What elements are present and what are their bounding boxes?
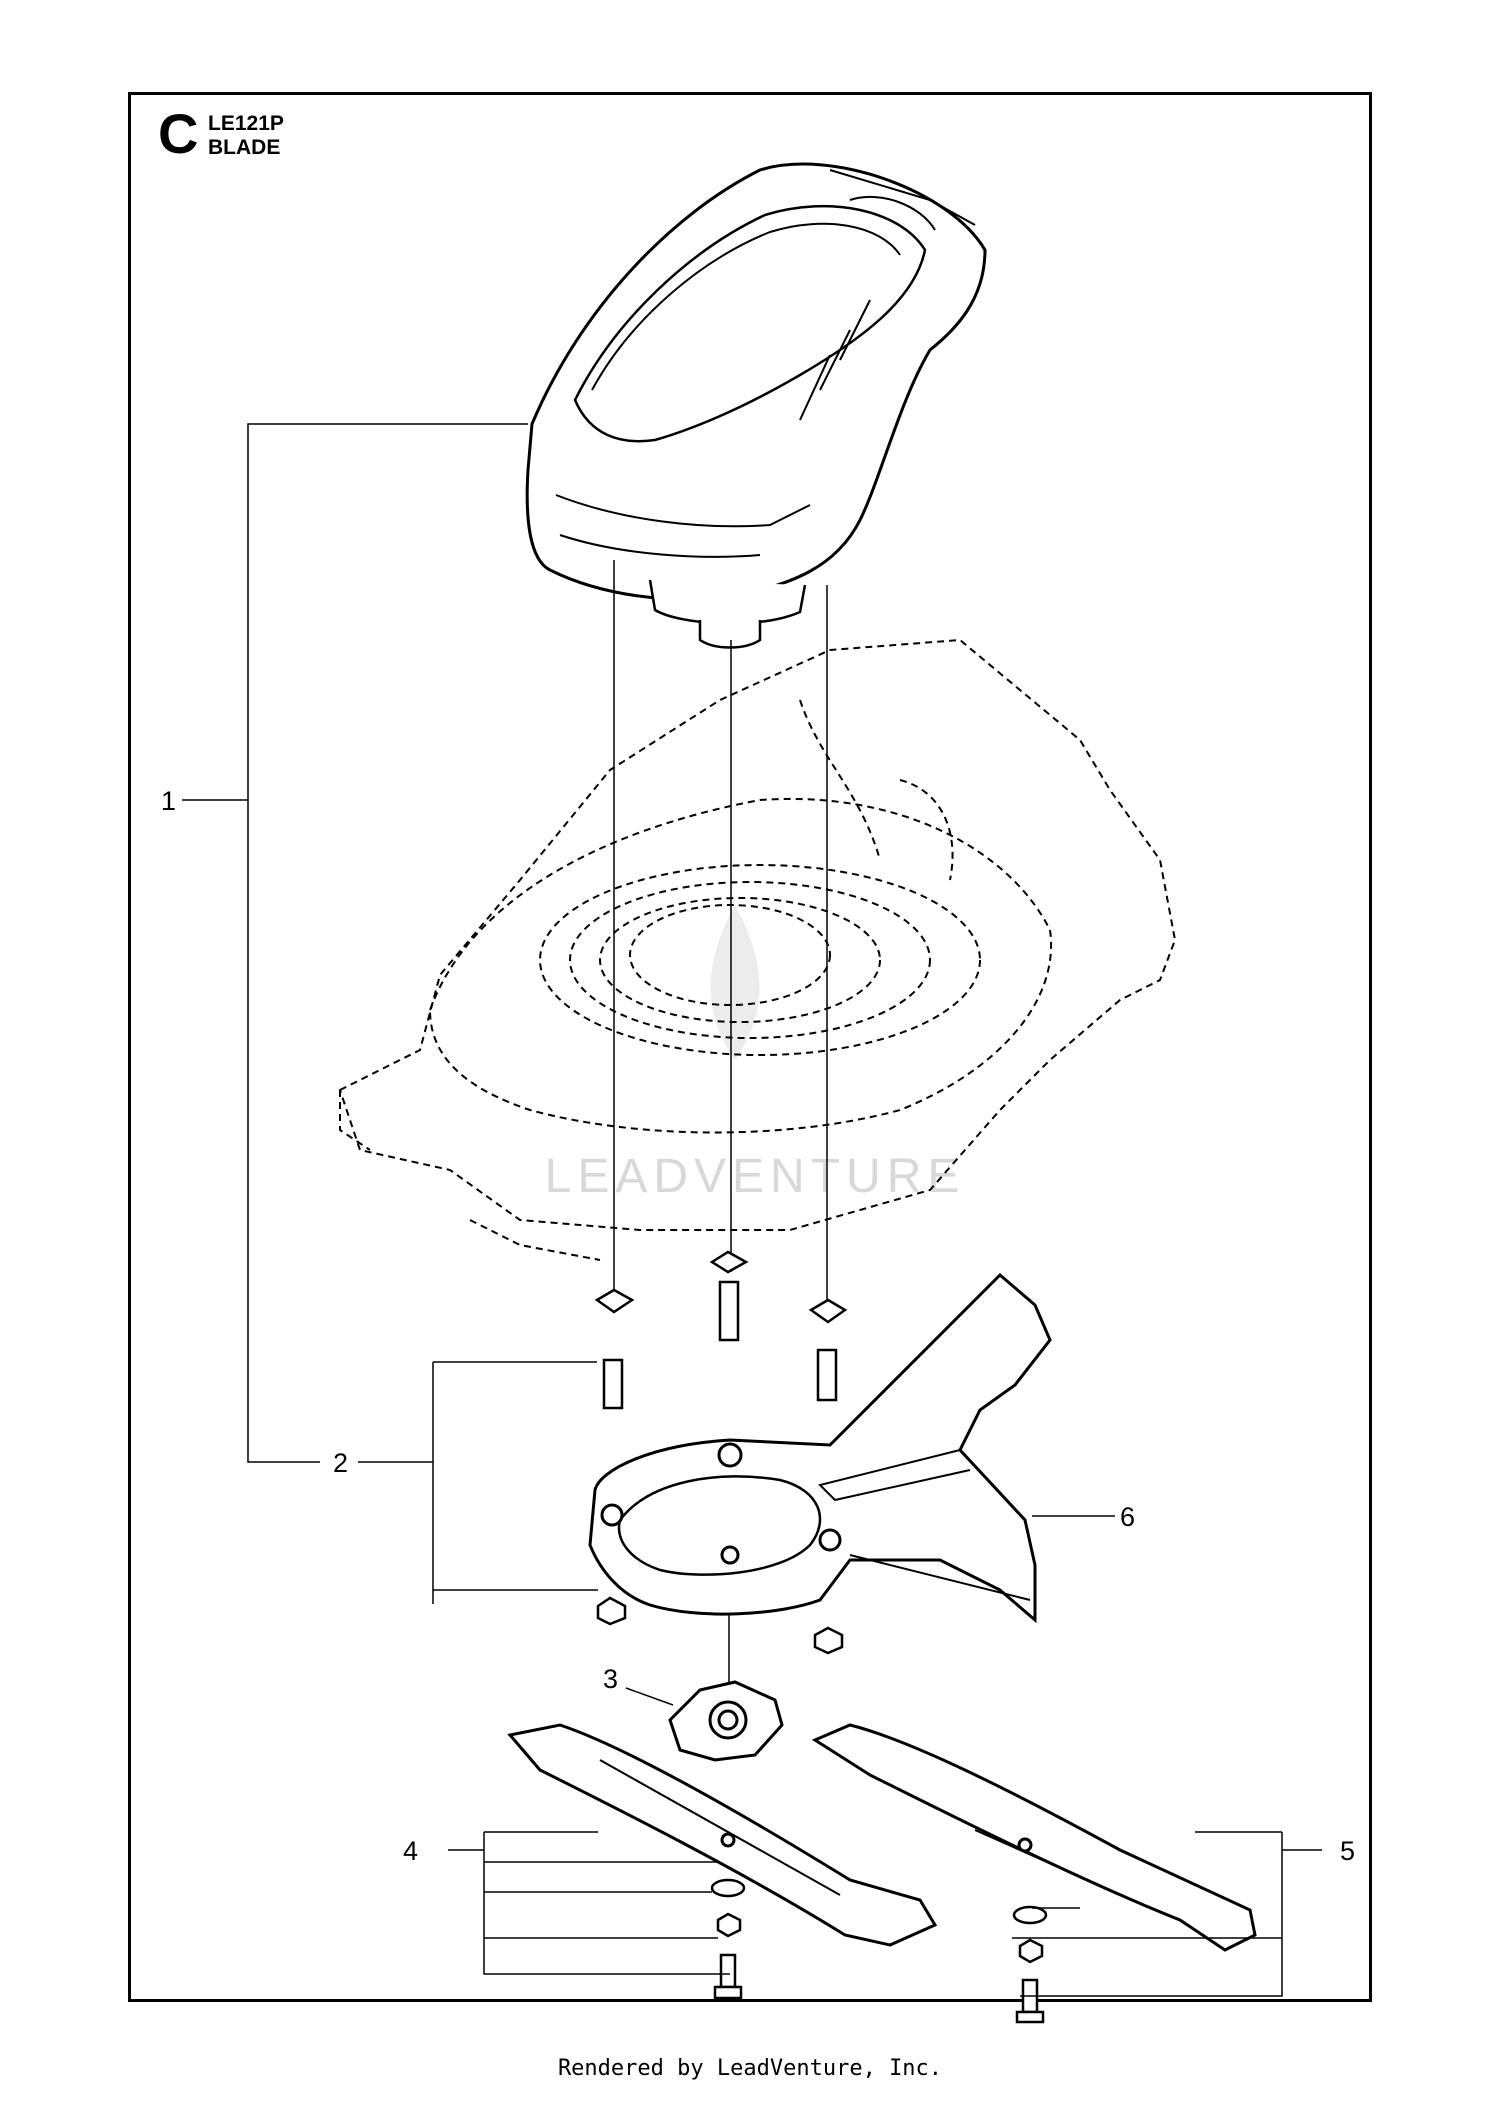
mower-deck-outline <box>338 638 1177 1261</box>
diagram-title: BLADE <box>208 136 281 159</box>
cutting-blade-right <box>811 1723 1257 1952</box>
callout-1: 1 <box>161 786 176 816</box>
callout-3: 3 <box>603 1664 618 1694</box>
motor-housing <box>525 162 987 649</box>
callout-4: 4 <box>403 1836 418 1866</box>
footer-credit: Rendered by LeadVenture, Inc. <box>557 2056 943 2081</box>
watermark: LEADVENTURE <box>545 905 966 1203</box>
blade-adaptor <box>668 1680 784 1762</box>
callout-6: 6 <box>1120 1502 1135 1532</box>
callout-labels: 1 2 3 4 5 6 <box>161 786 1355 1866</box>
blade-guard <box>588 1272 1052 1624</box>
leader-lines <box>182 423 1322 1997</box>
section-letter: C <box>158 102 199 165</box>
model-number: LE121P <box>208 112 284 135</box>
cutting-blade-left <box>507 1723 938 1947</box>
watermark-text: LEADVENTURE <box>545 1150 966 1203</box>
axis-lines <box>613 560 828 1700</box>
title-block: LE121P BLADE <box>208 112 284 160</box>
callout-5: 5 <box>1340 1836 1355 1866</box>
fastener-set-2 <box>594 1250 848 1655</box>
callout-2: 2 <box>333 1448 348 1478</box>
diagram-frame <box>128 92 1372 2002</box>
